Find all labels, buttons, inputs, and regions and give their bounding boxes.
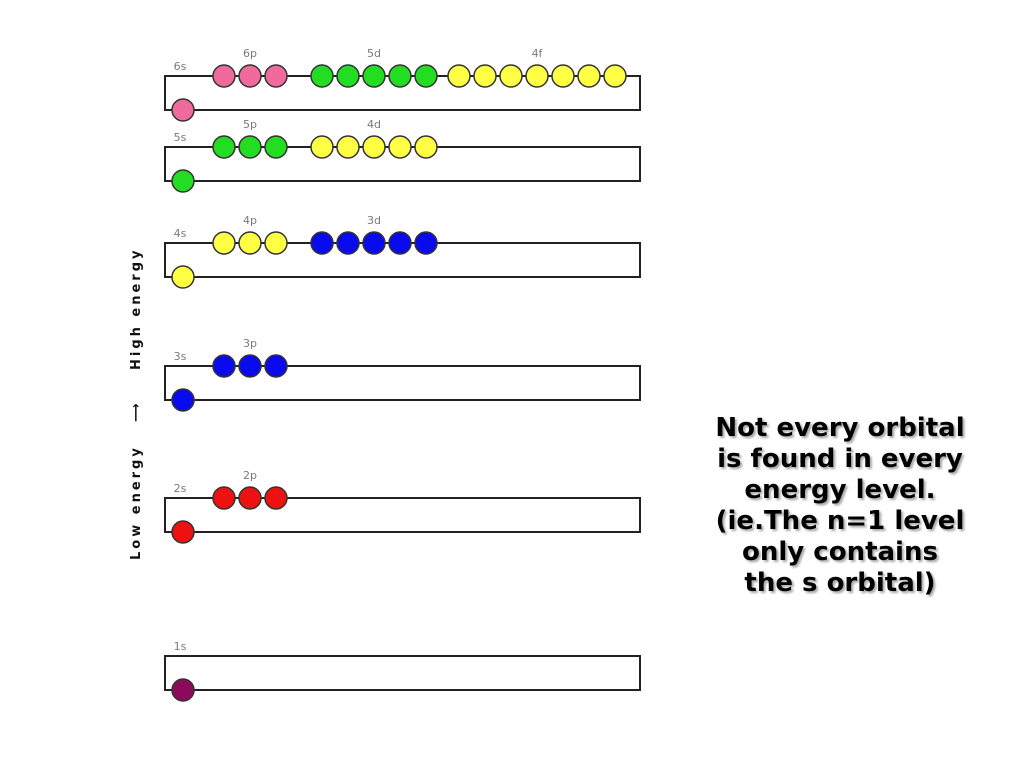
orbital-label: 2p (243, 469, 257, 482)
orbital-3s: 3s (171, 350, 195, 412)
orbital-circle (388, 135, 412, 159)
orbital-circle (264, 486, 288, 510)
orbital-circle (264, 354, 288, 378)
orbital-2s: 2s (171, 482, 195, 544)
axis-label-low: Low energy (129, 445, 144, 560)
orbital-circle (362, 231, 386, 255)
caption-line: is found in every (717, 444, 963, 474)
orbital-circle (414, 135, 438, 159)
orbital-circle (388, 231, 412, 255)
orbital-circle (212, 135, 236, 159)
orbital-circle (336, 64, 360, 88)
orbital-circle (310, 64, 334, 88)
orbital-label: 6p (243, 47, 257, 60)
orbital-circle (212, 486, 236, 510)
energy-levels: 6s 6p 5d 4f 5s 5p 4d 4s 4p 3d 3s 3p 2s 2p 1s (164, 47, 641, 702)
energy-level-box-n3 (164, 365, 641, 401)
orbital-circle (388, 64, 412, 88)
orbital-5d: 5d (310, 47, 438, 88)
orbital-circle (171, 678, 195, 702)
orbital-6s: 6s (171, 60, 195, 122)
caption-line: only contains (742, 537, 938, 567)
orbital-circle (238, 231, 262, 255)
orbital-circle (525, 64, 549, 88)
orbital-circle (264, 135, 288, 159)
orbital-circle (171, 265, 195, 289)
orbital-5s: 5s (171, 131, 195, 193)
orbital-4d: 4d (310, 118, 438, 159)
orbital-2p: 2p (212, 469, 288, 510)
axis-arrow: ⟶ (129, 400, 144, 422)
orbital-label: 5s (174, 131, 187, 144)
orbital-label: 4p (243, 214, 257, 227)
orbital-6p: 6p (212, 47, 288, 88)
orbital-circle (414, 64, 438, 88)
orbital-label: 1s (174, 640, 187, 653)
energy-axis: Low energy ⟶ High energy (129, 247, 144, 560)
caption-line: energy level. (744, 475, 936, 505)
orbital-4f: 4f (447, 47, 627, 88)
energy-level-box-n2 (164, 497, 641, 533)
orbital-5p: 5p (212, 118, 288, 159)
energy-level-box-n1 (164, 655, 641, 691)
orbital-circle (264, 231, 288, 255)
orbital-label: 3p (243, 337, 257, 350)
orbital-circle (310, 135, 334, 159)
orbital-circle (238, 486, 262, 510)
orbital-label: 6s (174, 60, 187, 73)
orbital-circle (447, 64, 471, 88)
orbital-circle (473, 64, 497, 88)
orbital-circle (171, 388, 195, 412)
orbital-circle (212, 231, 236, 255)
orbital-label: 5p (243, 118, 257, 131)
caption-line: the s orbital) (744, 568, 936, 598)
caption-line: (ie.The n=1 level (715, 506, 965, 536)
orbital-circle (238, 354, 262, 378)
orbital-circle (310, 231, 334, 255)
axis-label-high: High energy (129, 247, 144, 370)
orbital-circle (238, 64, 262, 88)
orbital-circle (212, 64, 236, 88)
orbital-circle (171, 520, 195, 544)
orbital-3p: 3p (212, 337, 288, 378)
orbital-circle (336, 231, 360, 255)
orbital-label: 4f (532, 47, 544, 60)
orbital-circle (238, 135, 262, 159)
orbital-label: 2s (174, 482, 187, 495)
orbital-circle (414, 231, 438, 255)
orbital-label: 3s (174, 350, 187, 363)
orbital-circle (336, 135, 360, 159)
orbital-circle (499, 64, 523, 88)
orbital-circle (171, 98, 195, 122)
orbital-label: 5d (367, 47, 381, 60)
orbital-circle (212, 354, 236, 378)
orbital-circle (362, 135, 386, 159)
orbital-4s: 4s (171, 227, 195, 289)
orbital-circle (551, 64, 575, 88)
caption-line: Not every orbital (715, 413, 965, 443)
orbital-circle (603, 64, 627, 88)
orbital-circle (577, 64, 601, 88)
orbital-label: 4d (367, 118, 381, 131)
orbital-1s: 1s (171, 640, 195, 702)
orbital-circle (171, 169, 195, 193)
caption-text: Not every orbital is found in every ener… (690, 413, 990, 599)
orbital-label: 4s (174, 227, 187, 240)
orbital-3d: 3d (310, 214, 438, 255)
orbital-circle (362, 64, 386, 88)
orbital-label: 3d (367, 214, 381, 227)
orbital-circle (264, 64, 288, 88)
orbital-4p: 4p (212, 214, 288, 255)
